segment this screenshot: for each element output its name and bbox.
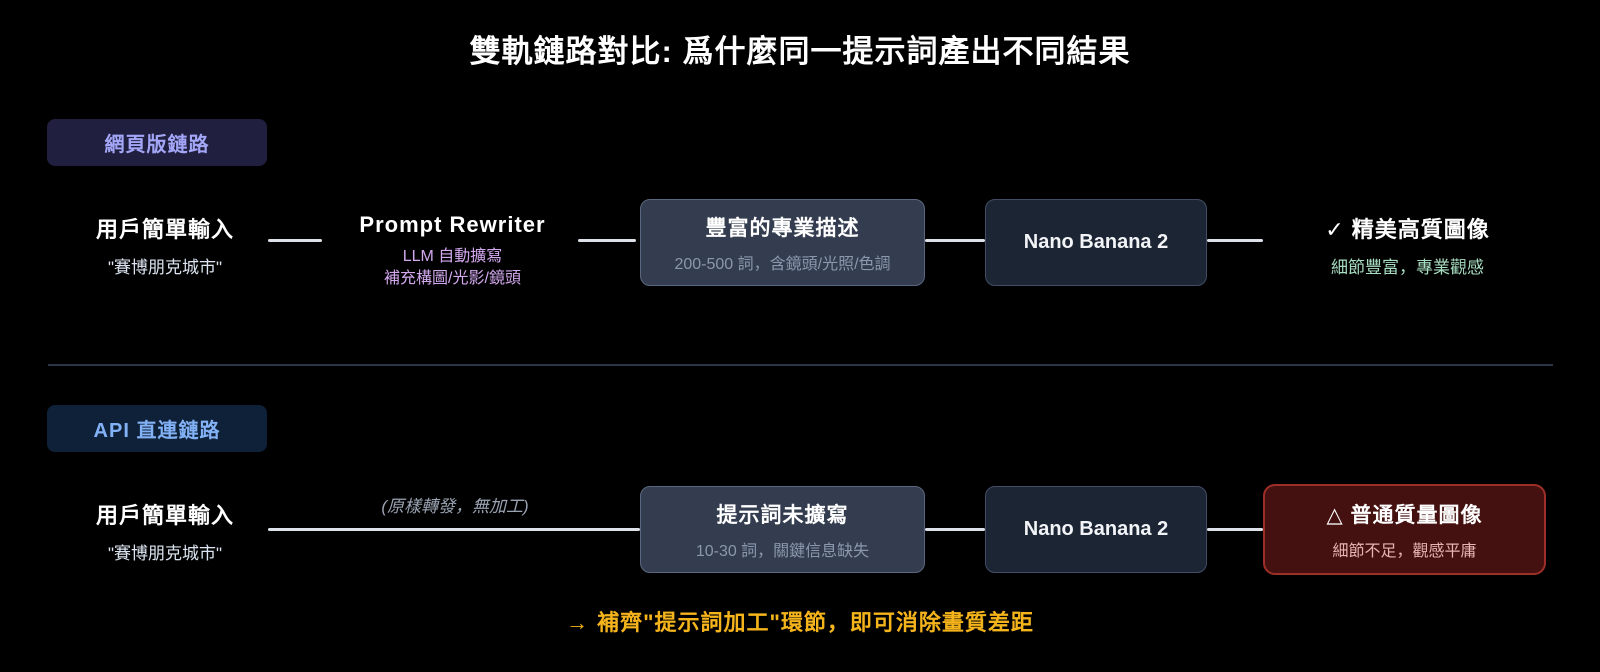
web-model-box: Nano Banana 2: [985, 199, 1207, 286]
api-raw-prompt-box: 提示詞未擴寫 10-30 詞，關鍵信息缺失: [640, 486, 925, 573]
prompt-rewriter-details: LLM 自動擴寫 補充構圖/光影/鏡頭: [335, 246, 570, 289]
web-rich-prompt-subtitle: 200-500 詞，含鏡頭/光照/色調: [674, 255, 891, 273]
web-result-title: ✓ 精美高質圖像: [1285, 212, 1530, 244]
track-divider: [48, 364, 1553, 366]
web-connector-3: [925, 239, 985, 242]
api-result-subtitle: 細節不足，觀感平庸: [1332, 542, 1477, 560]
web-user-input-node: 用戶簡單輸入 "賽博朋克城市": [60, 212, 270, 278]
prompt-rewriter-line1: LLM 自動擴寫: [402, 248, 503, 265]
prompt-rewriter-node: Prompt Rewriter LLM 自動擴寫 補充構圖/光影/鏡頭: [335, 212, 570, 289]
web-user-input-quote: "賽博朋克城市": [107, 258, 223, 277]
web-result-title-text: 精美高質圖像: [1351, 217, 1490, 242]
api-connector-1: [268, 528, 640, 531]
warning-triangle-icon: △: [1326, 503, 1344, 527]
api-track-badge: API 直連鏈路: [47, 405, 267, 452]
web-connector-1: [268, 239, 322, 242]
api-raw-prompt-title: 提示詞未擴寫: [716, 503, 849, 527]
check-icon: ✓: [1325, 217, 1345, 242]
api-model-box: Nano Banana 2: [985, 486, 1207, 573]
web-rich-prompt-box: 豐富的專業描述 200-500 詞，含鏡頭/光照/色調: [640, 199, 925, 286]
web-track-badge: 網頁版鏈路: [47, 119, 267, 166]
api-user-input-title: 用戶簡單輸入: [95, 503, 234, 528]
api-result-title-text: 普通質量圖像: [1350, 503, 1483, 527]
api-connector-3: [1207, 528, 1263, 531]
api-raw-prompt-subtitle: 10-30 詞，關鍵信息缺失: [695, 542, 870, 560]
web-result-subtitle: 細節豐富，專業觀感: [1331, 258, 1484, 277]
prompt-rewriter-line2: 補充構圖/光影/鏡頭: [384, 269, 521, 287]
web-model-label: Nano Banana 2: [1023, 231, 1169, 253]
api-connector-2: [925, 528, 985, 531]
api-user-input-quote: "賽博朋克城市": [107, 544, 223, 563]
prompt-rewriter-title: Prompt Rewriter: [359, 212, 546, 237]
arrow-right-icon: →: [566, 610, 590, 635]
web-connector-2: [578, 239, 636, 242]
web-result-node: ✓ 精美高質圖像 細節豐富，專業觀感: [1285, 212, 1530, 278]
api-track-badge-label: API 直連鏈路: [93, 420, 221, 442]
web-track-badge-label: 網頁版鏈路: [104, 134, 210, 156]
api-result-title: △ 普通質量圖像: [1327, 499, 1483, 529]
page-title: 雙軌鏈路對比: 爲什麼同一提示詞產出不同結果: [469, 34, 1131, 69]
web-user-input-title: 用戶簡單輸入: [95, 217, 234, 242]
web-rich-prompt-title: 豐富的專業描述: [705, 216, 860, 240]
api-passthrough-note: (原樣轉發，無加工): [381, 497, 529, 516]
footer-callout-text: 補齊"提示詞加工"環節，即可消除畫質差距: [597, 610, 1034, 635]
footer-callout: → 補齊"提示詞加工"環節，即可消除畫質差距: [0, 605, 1600, 637]
api-model-label: Nano Banana 2: [1023, 518, 1169, 540]
api-user-input-node: 用戶簡單輸入 "賽博朋克城市": [60, 498, 270, 564]
api-result-box: △ 普通質量圖像 細節不足，觀感平庸: [1263, 484, 1546, 575]
web-connector-4: [1207, 239, 1263, 242]
